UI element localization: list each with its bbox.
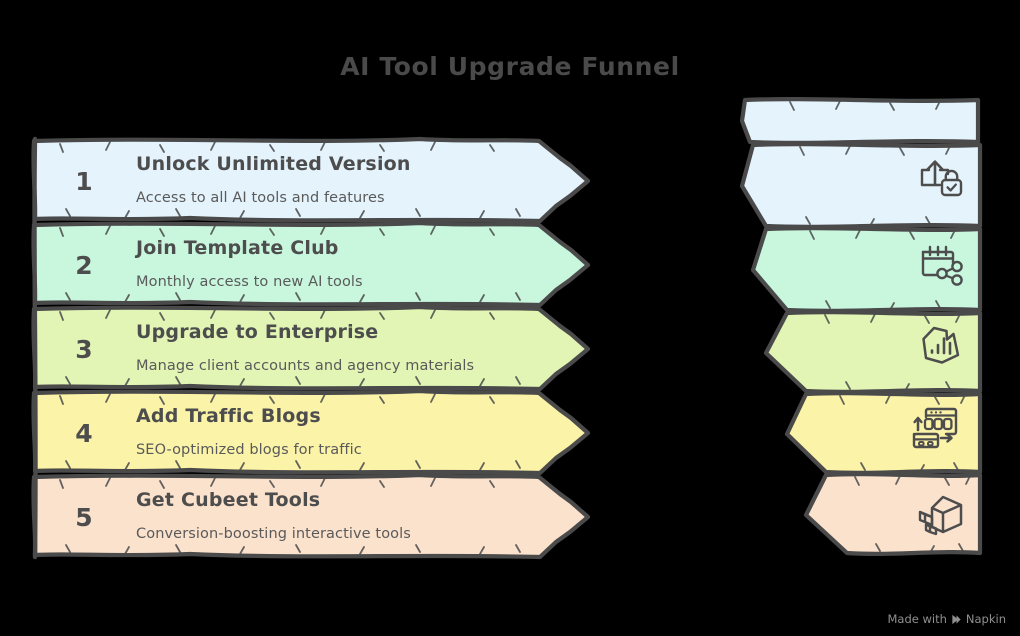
funnel-left-spine [32, 136, 38, 560]
napkin-logo-icon [951, 614, 962, 625]
funnel-band-4[interactable] [31, 388, 591, 476]
page-title: AI Tool Upgrade Funnel [340, 52, 680, 81]
icon-band-3[interactable] [750, 226, 983, 313]
icon-band-2[interactable] [739, 142, 983, 229]
funnel-band-2[interactable] [31, 220, 591, 308]
funnel-band-3[interactable] [31, 304, 591, 392]
icon-band-6[interactable] [803, 472, 983, 556]
icon-band-5[interactable] [784, 391, 983, 475]
watermark-made-with-label: Made with [887, 612, 947, 626]
icon-band-4[interactable] [763, 310, 983, 394]
napkin-watermark[interactable]: Made with Napkin [888, 612, 1007, 626]
icon-band-1[interactable] [739, 97, 981, 145]
funnel-band-1[interactable] [31, 136, 591, 224]
watermark-brand-label: Napkin [965, 612, 1006, 626]
funnel-band-5[interactable] [31, 472, 591, 560]
